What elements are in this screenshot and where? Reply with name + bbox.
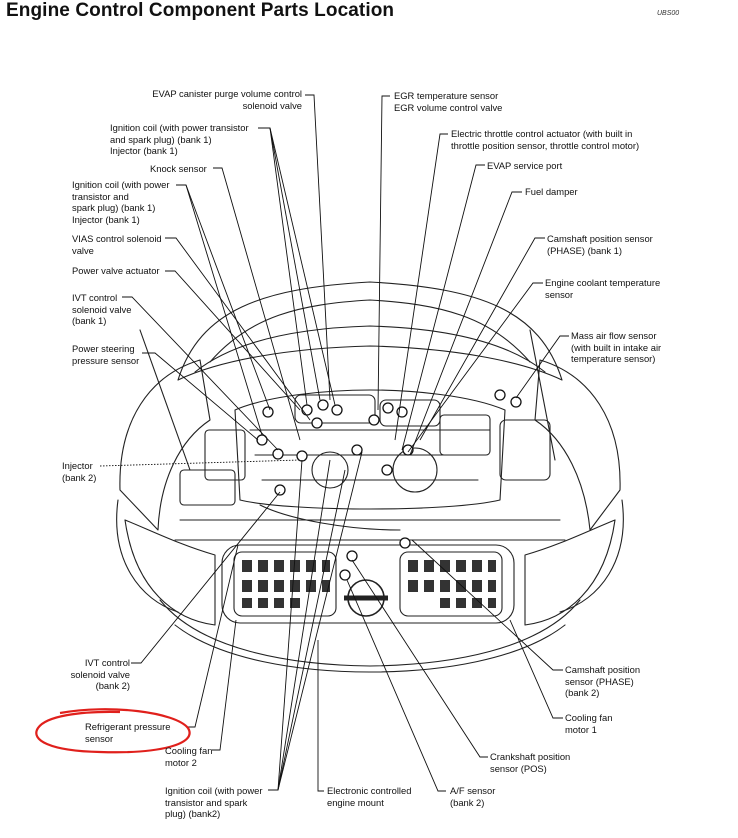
leader-lines (99, 94, 569, 792)
engine-cover (234, 389, 506, 510)
label-crankshaft-sensor: Crankshaft position sensor (POS) (490, 751, 571, 774)
label-mass-air-flow-sensor: Mass air flow sensor (with built in inta… (571, 330, 662, 364)
grille-slots (242, 560, 496, 608)
left-fender (119, 359, 211, 531)
annotation-circle (35, 708, 191, 754)
label-injector-bank2: Injector (bank 2) (62, 460, 97, 483)
label-evap-service-port: EVAP service port (487, 160, 563, 171)
label-power-valve-actuator: Power valve actuator (72, 265, 160, 276)
label-ignition-coil-bank1-left: Ignition coil (with power transistor and… (72, 179, 170, 225)
label-refrigerant-pressure-sensor: Refrigerant pressure sensor (85, 721, 171, 744)
front-bumper (159, 599, 581, 667)
label-ivt-valve-bank1: IVT control solenoid valve (bank 1) (72, 292, 132, 326)
left-headlight (124, 519, 216, 626)
label-cooling-fan-motor2: Cooling fan motor 2 (165, 745, 213, 768)
label-cooling-fan-motor1: Cooling fan motor 1 (565, 712, 613, 735)
page-title: Engine Control Component Parts Location (6, 0, 395, 21)
label-engine-mount: Electronic controlled engine mount (327, 785, 412, 808)
label-coolant-temp-sensor: Engine coolant temperature sensor (545, 277, 661, 300)
label-af-sensor-bank2: A/F sensor (bank 2) (450, 785, 496, 808)
label-evap-purge-valve: EVAP canister purge volume control solen… (152, 88, 302, 111)
label-power-steering-sensor: Power steering pressure sensor (72, 343, 140, 366)
label-throttle-actuator: Electric throttle control actuator (with… (451, 128, 640, 151)
label-fuel-damper: Fuel damper (525, 186, 578, 197)
label-ignition-coil-bank1-top: Ignition coil (with power transistor and… (110, 122, 249, 156)
label-ivt-valve-bank2: IVT control solenoid valve (bank 2) (70, 657, 130, 691)
figure-code: UBS00 (657, 10, 680, 17)
right-headlight (524, 519, 616, 626)
label-knock-sensor: Knock sensor (150, 163, 207, 174)
right-fender (534, 359, 621, 531)
hood-outline (177, 281, 563, 381)
component-markers (256, 389, 522, 581)
label-camshaft-sensor-bank2: Camshaft position sensor (PHASE) (bank 2… (565, 664, 641, 698)
nissan-emblem (344, 579, 388, 617)
grille (221, 544, 515, 624)
label-egr-sensor-valve: EGR temperature sensor EGR volume contro… (394, 90, 503, 113)
label-ignition-coil-bank2: Ignition coil (with power transistor and… (165, 785, 263, 819)
label-vias-solenoid: VIAS control solenoid valve (72, 233, 162, 256)
label-camshaft-sensor-bank1: Camshaft position sensor (PHASE) (bank 1… (547, 233, 653, 256)
